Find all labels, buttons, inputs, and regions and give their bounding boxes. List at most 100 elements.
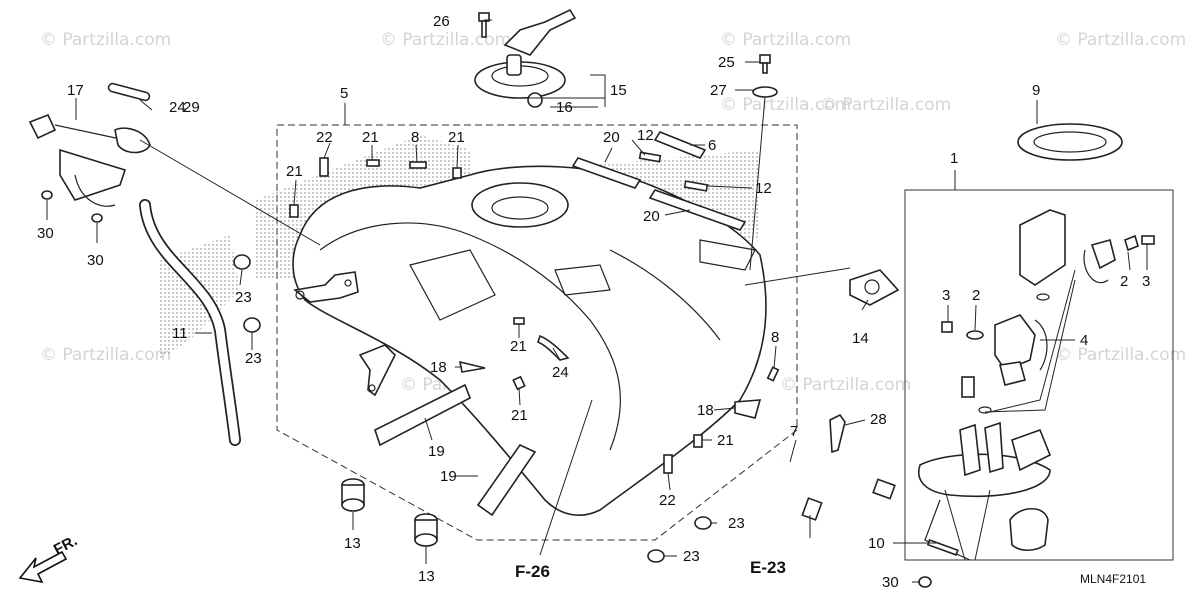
breather-hose-11 — [139, 199, 241, 446]
foam-19 — [374, 383, 472, 447]
callout-23: 23 — [728, 515, 745, 532]
callout-19: 19 — [428, 443, 445, 460]
watermark-text: © Partzilla.com — [820, 95, 951, 115]
callout-labels: 1 2 2 3 3 4 5 6 7 8 8 9 10 11 12 12 13 1… — [37, 13, 1150, 591]
callout-8: 8 — [771, 329, 779, 346]
callout-6: 6 — [708, 137, 716, 154]
callout-22: 22 — [316, 129, 333, 146]
grommet-23 — [243, 317, 261, 333]
callout-2: 2 — [972, 287, 980, 304]
pad-21 — [512, 375, 526, 391]
fuel-pump-assembly — [918, 209, 1155, 588]
callout-23: 23 — [683, 548, 700, 565]
callout-23: 23 — [245, 350, 262, 367]
callout-21: 21 — [362, 129, 379, 146]
callout-21: 21 — [717, 432, 734, 449]
callout-22: 22 — [659, 492, 676, 509]
ref-f26: F-26 — [515, 562, 550, 581]
front-label: FR. — [51, 532, 80, 558]
pad-22 — [319, 157, 329, 177]
callout-9: 9 — [1032, 82, 1040, 99]
callout-24: 24 — [169, 99, 186, 116]
callout-12: 12 — [755, 180, 772, 197]
fuel-tank — [292, 165, 767, 516]
callout-2: 2 — [1120, 273, 1128, 290]
watermark-text: © Partzilla.com — [1055, 345, 1186, 365]
callout-28: 28 — [870, 411, 887, 428]
callout-18: 18 — [697, 402, 714, 419]
callout-14: 14 — [852, 330, 869, 347]
pad-18 — [734, 399, 762, 419]
watermark-text: © Partzilla.com — [720, 95, 851, 115]
foam-19 — [476, 443, 537, 517]
callout-3: 3 — [942, 287, 950, 304]
grommet-23 — [647, 549, 665, 563]
tank-assembly-box — [276, 124, 798, 541]
grommet-30 — [41, 190, 53, 200]
callout-25: 25 — [718, 54, 735, 71]
pad-8 — [766, 366, 780, 382]
watermark-text: © Partzilla.com — [780, 375, 911, 395]
grommet-23 — [233, 254, 251, 270]
callout-1: 1 — [950, 150, 958, 167]
strip-20 — [571, 157, 642, 189]
damper-13 — [414, 513, 438, 547]
callout-21: 21 — [511, 407, 528, 424]
callout-15: 15 — [610, 82, 627, 99]
seal-29 — [107, 82, 151, 102]
pad-22 — [663, 454, 673, 474]
diagram-code: MLN4F2101 — [1080, 572, 1146, 586]
pad-21 — [366, 159, 380, 167]
grommet-23 — [694, 516, 712, 530]
watermark-text: © Partzilla.com — [380, 30, 511, 50]
watermark-text: © Partzilla.com — [40, 345, 171, 365]
callout-3: 3 — [1142, 273, 1150, 290]
pad-21 — [289, 204, 299, 218]
callout-30: 30 — [87, 252, 104, 269]
bolt-26 — [478, 12, 490, 38]
callout-26: 26 — [433, 13, 450, 30]
callout-30: 30 — [882, 574, 899, 591]
tank-brackets — [293, 271, 396, 397]
fuel-level-sender-17 — [28, 113, 151, 207]
pad-12 — [638, 151, 662, 163]
callout-4: 4 — [1080, 332, 1088, 349]
front-arrow-icon: FR. — [18, 532, 80, 584]
callout-18: 18 — [430, 359, 447, 376]
leader-lines — [46, 19, 1148, 583]
callout-20: 20 — [603, 129, 620, 146]
pump-assembly-box — [904, 189, 1174, 561]
callout-16: 16 — [556, 99, 573, 116]
callout-27: 27 — [710, 82, 727, 99]
damper-13 — [341, 478, 365, 512]
callout-30: 30 — [37, 225, 54, 242]
callout-21: 21 — [448, 129, 465, 146]
callout-11: 11 — [172, 325, 188, 342]
bolt-25 — [759, 54, 771, 74]
callout-21: 21 — [286, 163, 303, 180]
clip-28 — [829, 413, 846, 454]
ref-e23: E-23 — [750, 558, 786, 577]
callout-13: 13 — [344, 535, 361, 552]
callout-10: 10 — [868, 535, 885, 552]
callout-8: 8 — [411, 129, 419, 146]
callout-24: 24 — [552, 364, 569, 381]
pad-8 — [409, 161, 427, 169]
filler-cap — [474, 8, 577, 108]
callout-5: 5 — [340, 85, 348, 102]
callout-29: 29 — [183, 99, 200, 116]
connector-14 — [849, 269, 900, 306]
callout-23: 23 — [235, 289, 252, 306]
grommet-30 — [91, 213, 103, 223]
watermark-text: © Partzilla.com — [1055, 30, 1186, 50]
callout-13: 13 — [418, 568, 435, 585]
pad-12 — [683, 180, 709, 192]
strip-6 — [653, 131, 707, 159]
callout-12: 12 — [637, 127, 654, 144]
pad-21 — [452, 167, 462, 179]
callout-7: 7 — [790, 423, 798, 440]
callout-21: 21 — [510, 338, 527, 355]
pad-21 — [513, 317, 525, 325]
